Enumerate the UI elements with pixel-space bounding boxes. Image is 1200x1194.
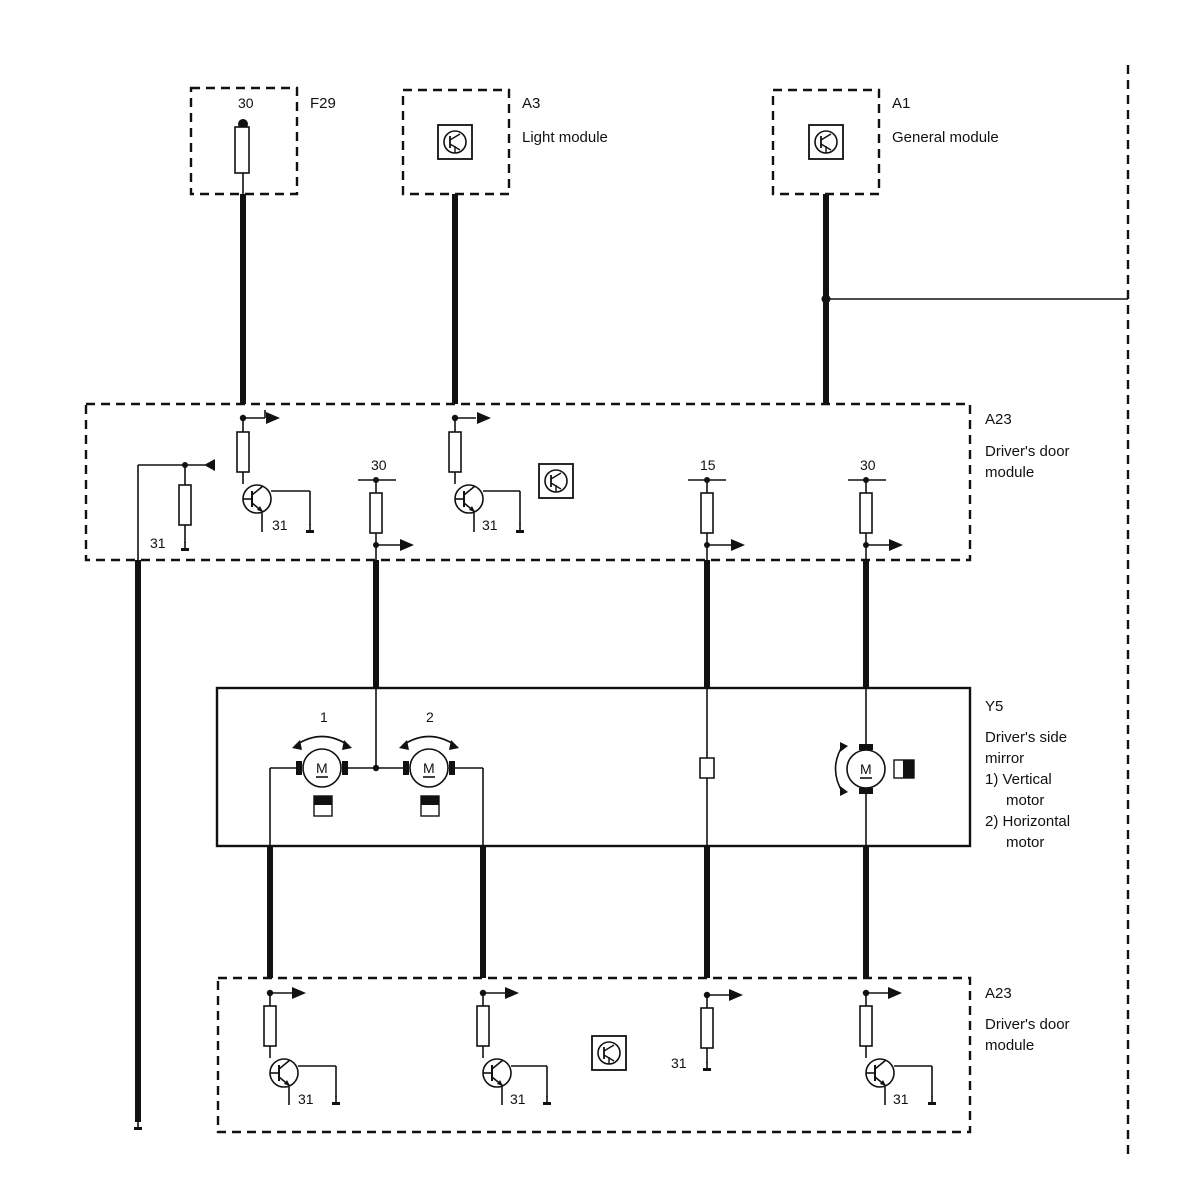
general-module-icon	[808, 124, 844, 160]
ground-label: 31	[482, 517, 498, 533]
a1-general-module: A1 General module	[771, 88, 999, 196]
y5-side-mirror: Y5 Driver's side mirror 1) Vertical moto…	[215, 686, 1070, 851]
a23-bottom-name-2: module	[985, 1037, 1034, 1054]
a1-name: General module	[892, 129, 999, 146]
a3-label: A3	[522, 95, 540, 112]
svg-text:M: M	[316, 760, 328, 776]
a23-top-name-2: module	[985, 464, 1034, 481]
y5-name-1: Driver's side	[985, 729, 1067, 746]
y5-item-1b: motor	[1006, 792, 1044, 809]
terminal-30-right-label: 30	[860, 457, 876, 473]
y5-item-2b: motor	[1006, 834, 1044, 851]
ground-label: 31	[150, 535, 166, 551]
a23-top-label: A23	[985, 411, 1012, 428]
a23-bottom-label: A23	[985, 985, 1012, 1002]
fold-motor-icon: M	[834, 688, 886, 846]
a23-bottom-door-module: A23 Driver's door module 31 31	[216, 976, 1070, 1134]
a3-name: Light module	[522, 129, 608, 146]
motor-1-position-sensor	[313, 795, 333, 817]
motor-2-number: 2	[426, 709, 434, 725]
f29-terminal: 30	[238, 95, 254, 111]
terminal-15-label: 15	[700, 457, 716, 473]
ground-label: 31	[298, 1091, 314, 1107]
motor-2-icon: M	[403, 748, 455, 788]
ground-label: 31	[510, 1091, 526, 1107]
light-module-icon	[437, 124, 473, 160]
y5-item-2: 2) Horizontal	[985, 813, 1070, 830]
motor-2-position-sensor	[420, 795, 440, 817]
fold-motor-position-sensor	[893, 759, 915, 779]
ground-label: 31	[893, 1091, 909, 1107]
mirror-heater-element	[699, 688, 715, 846]
a23-bottom-name-1: Driver's door	[985, 1016, 1070, 1033]
svg-text:M: M	[423, 760, 435, 776]
a3-light-module: A3 Light module	[401, 88, 608, 196]
motor-1-number: 1	[320, 709, 328, 725]
terminal-30-label: 30	[371, 457, 387, 473]
door-module-icon	[538, 463, 574, 499]
fuse-icon	[234, 126, 250, 174]
y5-item-1: 1) Vertical	[985, 771, 1052, 788]
f29-fuse-block: 30 F29	[189, 86, 336, 196]
a23-top-door-module: A23 Driver's door module 31 31 30	[84, 402, 1070, 562]
a1-label: A1	[892, 95, 910, 112]
y5-label: Y5	[985, 698, 1003, 715]
a23-top-name-1: Driver's door	[985, 443, 1070, 460]
ground-label: 31	[671, 1055, 687, 1071]
motor-1-icon: M	[296, 748, 348, 788]
svg-text:M: M	[860, 761, 872, 777]
y5-name-2: mirror	[985, 750, 1024, 767]
ground-label: 31	[272, 517, 288, 533]
f29-label: F29	[310, 95, 336, 112]
door-module-icon	[591, 1035, 627, 1071]
